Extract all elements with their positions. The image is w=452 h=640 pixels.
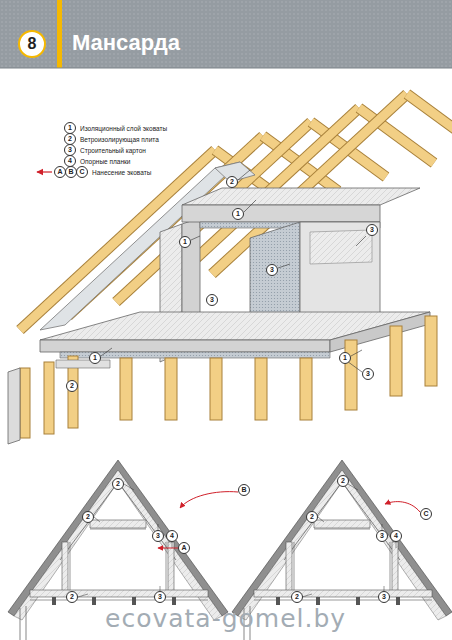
callout-number: 3 — [152, 530, 164, 542]
callout-number: 1 — [179, 236, 191, 248]
page-title: Мансарда — [72, 30, 180, 56]
section-number: 8 — [18, 30, 46, 58]
watermark: ecovata-gomel.by — [105, 604, 346, 633]
callout-number: 1 — [339, 352, 351, 364]
legend-text: Строительный картон — [80, 147, 146, 154]
legend-text: Изоляционный слой эковаты — [80, 125, 167, 132]
callout-number: B — [238, 484, 250, 496]
callout-number: 2 — [82, 511, 94, 523]
callout-number: 1 — [232, 208, 244, 220]
callout-number: 3 — [206, 294, 218, 306]
callout-number: 3 — [378, 591, 390, 603]
callout-number: 3 — [154, 591, 166, 603]
callout-number: C — [76, 166, 88, 178]
callout-number: 2 — [306, 511, 318, 523]
callout-number: 3 — [376, 530, 388, 542]
callout-number: 2 — [337, 475, 349, 487]
callout-number: 4 — [166, 530, 178, 542]
callout-number: A — [178, 542, 190, 554]
callout-number: 3 — [362, 368, 374, 380]
callout-number: 2 — [226, 176, 238, 188]
callout-number: 2 — [66, 591, 78, 603]
callout-number: 2 — [66, 380, 78, 392]
callout-number: 3 — [266, 264, 278, 276]
callout-number: 4 — [390, 530, 402, 542]
callout-number: C — [420, 508, 432, 520]
callout-number: 1 — [89, 352, 101, 364]
legend-text: Нанесение эковаты — [92, 169, 151, 176]
callout-number: 2 — [291, 591, 303, 603]
legend-text: Опорные планки — [80, 158, 130, 165]
legend-text: Ветроизолирующая плита — [80, 136, 159, 143]
callout-number: 3 — [366, 224, 378, 236]
callout-number: 2 — [112, 478, 124, 490]
